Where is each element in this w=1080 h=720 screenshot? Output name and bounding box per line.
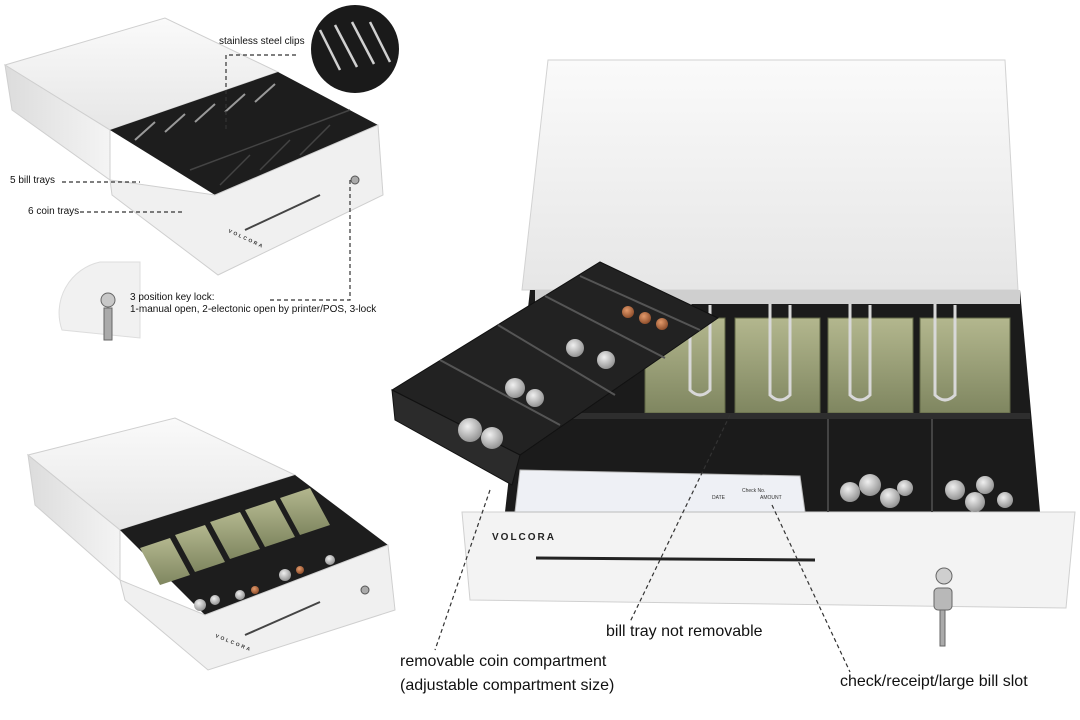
drawer-tl-lock bbox=[350, 175, 360, 185]
drawer-main-slot bbox=[535, 556, 816, 562]
drawer-tl-slot bbox=[244, 194, 321, 231]
callout-key-lock-detail: 1-manual open, 2-electonic open by print… bbox=[130, 304, 377, 315]
leader-slot bbox=[771, 504, 851, 673]
leader-lines bbox=[62, 54, 851, 673]
drawer-tl-tray bbox=[110, 72, 378, 195]
callout-key-lock-title: 3 position key lock: bbox=[130, 292, 215, 303]
receipt-check-no: Check No. bbox=[742, 488, 765, 494]
drawer-bl-front bbox=[119, 544, 396, 671]
receipt-date-label: DATE bbox=[712, 495, 726, 501]
callout-removable-coin-2: (adjustable compartment size) bbox=[400, 677, 615, 694]
receipt-amount-label: AMOUNT bbox=[760, 495, 782, 501]
leader-removable-coin bbox=[434, 489, 491, 651]
lock-inset bbox=[58, 261, 141, 341]
drawer-main-coins bbox=[840, 474, 1013, 512]
clips-inset bbox=[311, 5, 399, 93]
leader-lock bbox=[270, 180, 351, 301]
leader-clips bbox=[225, 54, 296, 132]
coin-tray-dividers bbox=[439, 275, 701, 426]
drawer-main-top bbox=[521, 59, 1019, 291]
coin-tray-coins bbox=[458, 306, 668, 449]
drawer-main-brand: VOLCORA bbox=[492, 532, 556, 543]
callout-bill-trays: 5 bill trays bbox=[10, 175, 56, 186]
drawer-bottom-left: VOLCORA bbox=[26, 417, 396, 671]
bill-stack-2 bbox=[734, 317, 821, 414]
drawer-main-lower-divider bbox=[520, 413, 1030, 419]
callout-coin-trays: 6 coin trays bbox=[28, 206, 80, 217]
drawer-main-lock bbox=[933, 567, 953, 647]
drawer-tl-front bbox=[109, 124, 384, 276]
callout-slot: check/receipt/large bill slot bbox=[840, 673, 1028, 690]
drawer-tl-clips bbox=[134, 83, 276, 141]
drawer-bl-coins bbox=[194, 555, 335, 611]
removable-coin-tray bbox=[390, 261, 719, 486]
drawer-bl-slot bbox=[244, 601, 321, 636]
callout-clips: stainless steel clips bbox=[219, 36, 305, 47]
drawer-bl-lock bbox=[360, 585, 370, 595]
drawer-bl-bills bbox=[140, 488, 330, 585]
callout-removable-coin-1: removable coin compartment bbox=[400, 653, 607, 670]
callout-bill-tray-not-removable: bill tray not removable bbox=[606, 623, 763, 640]
drawer-top-left: VOLCORA bbox=[3, 17, 384, 276]
drawer-tl-dividers bbox=[189, 109, 351, 186]
leader-bill-not-removable bbox=[629, 414, 731, 623]
receipt: DATE Check No. AMOUNT bbox=[514, 469, 806, 513]
drawer-main-clips bbox=[688, 300, 957, 402]
